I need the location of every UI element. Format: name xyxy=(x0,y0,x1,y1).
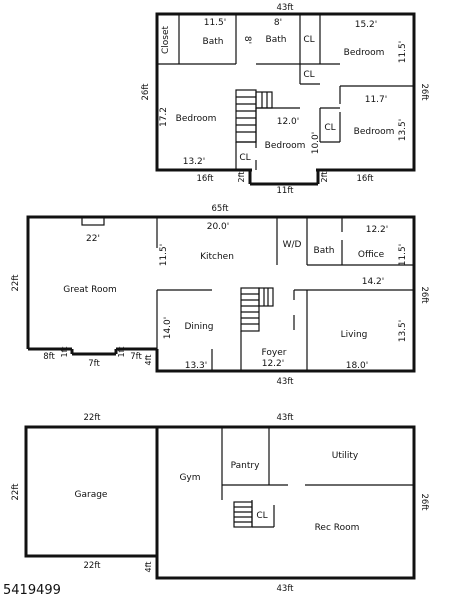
main-floor-walls xyxy=(26,215,416,373)
upper-right-dim: 26ft xyxy=(419,84,429,102)
living-width-bottom: 18.0' xyxy=(346,361,369,371)
great-room-label: Great Room xyxy=(63,285,117,295)
bath-b-label: Bath xyxy=(266,35,287,45)
bath-a-depth: 8' xyxy=(242,36,252,44)
bedroom-w-depth: 17.2 xyxy=(159,107,169,127)
office-label: Office xyxy=(358,250,385,260)
main-notch-b-dim: 1ft xyxy=(117,347,126,358)
upper-left-dim: 26ft xyxy=(141,83,151,101)
foyer-width: 12.2' xyxy=(262,359,285,369)
dining-depth: 14.0' xyxy=(163,317,173,340)
main-notch-a-dim: 1ft xyxy=(60,347,69,358)
living-label: Living xyxy=(341,330,368,340)
lower-top-dim: 43ft xyxy=(277,413,295,423)
bedroom-c-label: Bedroom xyxy=(265,141,306,151)
office-width: 12.2' xyxy=(366,225,389,235)
upper-floor-labels: 43ft 11.5' 8' 15.2' Closet Bath 8' Bath … xyxy=(141,3,429,196)
bedroom-se-depth: 13.5' xyxy=(398,119,408,142)
lower-bottom-dim: 43ft xyxy=(277,584,295,594)
upper-notch-right-dim: 2ft xyxy=(320,172,329,183)
bedroom-c-width: 12.0' xyxy=(277,117,300,127)
upper-bottom-right-dim: 16ft xyxy=(357,174,375,184)
kitchen-label: Kitchen xyxy=(200,252,234,262)
main-top-dim: 65ft xyxy=(212,204,230,214)
garage-bottom-dim: 22ft xyxy=(84,561,102,571)
main-bottom-c-dim: 7ft xyxy=(130,352,142,362)
main-right-dim: 26ft xyxy=(419,287,429,305)
bedroom-se-label: Bedroom xyxy=(354,127,395,137)
bedroom-c-depth: 10.0' xyxy=(311,132,321,155)
garage-top-dim: 22ft xyxy=(84,413,102,423)
rec-room-label: Rec Room xyxy=(315,523,360,533)
bedroom-ne-width: 15.2' xyxy=(355,20,378,30)
lower-closet-label: CL xyxy=(256,511,267,521)
bedroom-w-width: 13.2' xyxy=(183,157,206,167)
closet-3-label: CL xyxy=(324,123,335,133)
bedroom-se-width: 11.7' xyxy=(365,95,388,105)
main-bottom-a-dim: 8ft xyxy=(43,352,55,362)
lower-left-dim: 22ft xyxy=(11,483,21,501)
lower-right-dim: 26ft xyxy=(419,494,429,512)
listing-id: 5419499 xyxy=(3,583,61,598)
garage-label: Garage xyxy=(75,490,108,500)
bedroom-ne-label: Bedroom xyxy=(344,48,385,58)
wd-label: W/D xyxy=(283,240,302,250)
living-width: 14.2' xyxy=(362,277,385,287)
main-bath-label: Bath xyxy=(314,246,335,256)
bath-b-width: 8' xyxy=(274,18,282,28)
upper-floor-walls xyxy=(155,12,416,186)
lower-floor-labels: 22ft 43ft Utility Pantry Gym 22ft Garage… xyxy=(11,413,429,594)
pantry-label: Pantry xyxy=(231,461,260,471)
upper-bottom-mid-dim: 11ft xyxy=(277,186,295,196)
great-room-width: 22' xyxy=(86,234,100,244)
lower-step-dim: 4ft xyxy=(144,562,153,573)
upper-notch-left-dim: 2ft xyxy=(237,172,246,183)
main-bottom-d-dim: 4ft xyxy=(144,355,153,366)
upper-bottom-left-dim: 16ft xyxy=(197,174,215,184)
closet-4-label: CL xyxy=(239,153,250,163)
main-bottom-dim: 43ft xyxy=(277,377,295,387)
living-depth: 13.5' xyxy=(398,320,408,343)
main-left-dim: 22ft xyxy=(11,274,21,292)
main-floor-labels: 65ft 20.0' 12.2' 22' W/D Bath Kitchen 11… xyxy=(11,204,429,387)
gym-label: Gym xyxy=(179,473,200,483)
utility-label: Utility xyxy=(332,451,359,461)
dining-label: Dining xyxy=(184,322,213,332)
closet-label: Closet xyxy=(161,26,171,55)
bedroom-ne-depth: 11.5' xyxy=(398,41,408,64)
kitchen-width: 20.0' xyxy=(207,222,230,232)
bath-a-label: Bath xyxy=(203,37,224,47)
closet-2-label: CL xyxy=(303,70,314,80)
upper-top-dim: 43ft xyxy=(277,3,295,13)
office-depth: 11.5' xyxy=(398,244,408,267)
bedroom-w-label: Bedroom xyxy=(176,114,217,124)
closet-1-label: CL xyxy=(303,35,314,45)
main-bottom-b-dim: 7ft xyxy=(88,359,100,369)
foyer-label: Foyer xyxy=(262,348,287,358)
kitchen-depth: 11.5' xyxy=(159,244,169,267)
dining-width: 13.3' xyxy=(185,361,208,371)
lower-floor-walls xyxy=(24,425,416,580)
bath-a-width: 11.5' xyxy=(204,18,227,28)
